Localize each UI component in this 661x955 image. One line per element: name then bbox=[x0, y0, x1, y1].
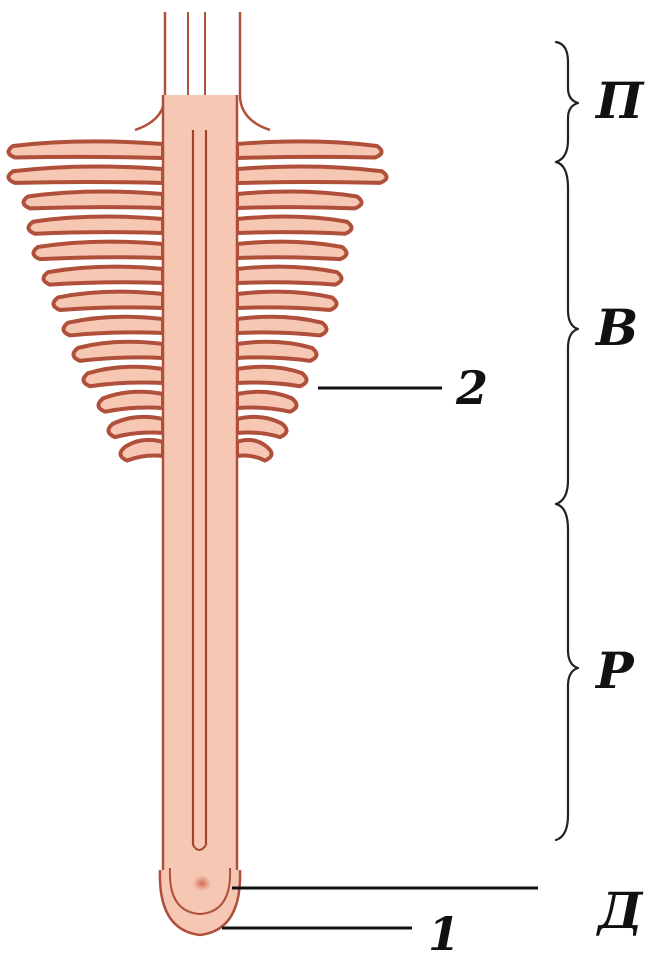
zone-label-v: В bbox=[594, 298, 638, 357]
brace-zone-r bbox=[556, 504, 578, 840]
root-hair-right bbox=[237, 342, 317, 361]
root-hair-left bbox=[63, 317, 163, 336]
root-hair-right bbox=[237, 440, 272, 461]
root-hair-left bbox=[98, 392, 163, 412]
root-hair-right bbox=[237, 166, 387, 183]
root-hair-right bbox=[237, 392, 297, 412]
root-hair-right bbox=[237, 292, 337, 310]
brace-zone-v bbox=[556, 162, 578, 504]
root-hair-left bbox=[108, 417, 163, 437]
root-hair-left bbox=[8, 166, 163, 183]
root-hair-right bbox=[237, 192, 362, 209]
root-hair-left bbox=[8, 141, 163, 158]
root-hair-left bbox=[53, 292, 163, 310]
zone-label-p: П bbox=[594, 71, 645, 130]
root-hair-left bbox=[23, 192, 163, 209]
root-hair-right bbox=[237, 242, 347, 260]
zone-label-d: Д bbox=[596, 881, 644, 940]
zone-label-r: Р bbox=[594, 641, 635, 700]
root-hair-left bbox=[73, 342, 163, 361]
callout-number-2: 2 bbox=[455, 361, 488, 415]
root-hair-left bbox=[28, 217, 163, 234]
root-cap bbox=[160, 868, 240, 935]
callout-number-1: 1 bbox=[428, 907, 460, 955]
root-hair-right bbox=[237, 267, 342, 285]
brace-zone-p bbox=[556, 42, 578, 162]
root-hair-right bbox=[237, 367, 307, 387]
root-hair-left bbox=[83, 367, 163, 387]
root-hair-left bbox=[43, 267, 163, 285]
root-body bbox=[162, 95, 238, 928]
root-hair-right bbox=[237, 217, 352, 234]
root-hair-left bbox=[33, 242, 163, 260]
root-hair-right bbox=[237, 317, 327, 336]
root-hair-right bbox=[237, 417, 287, 437]
root-hair-right bbox=[237, 141, 382, 158]
root-hair-left bbox=[120, 440, 163, 461]
